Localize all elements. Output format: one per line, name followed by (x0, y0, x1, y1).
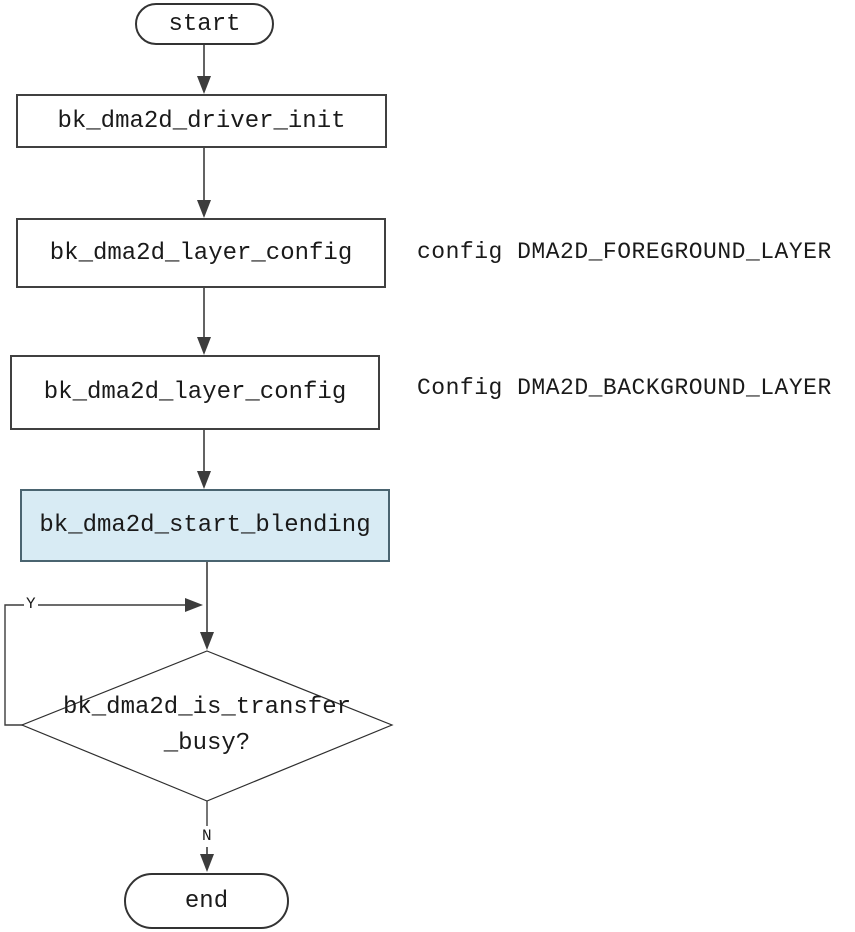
node-layer-config-foreground-label: bk_dma2d_layer_config (49, 239, 353, 267)
edge-label-yes: Y (24, 595, 38, 613)
node-start-label: start (168, 10, 241, 38)
decision-label-line1: bk_dma2d_is_transfer (62, 694, 352, 721)
node-layer-config-foreground: bk_dma2d_layer_config (16, 218, 386, 288)
node-layer-config-background-label: bk_dma2d_layer_config (43, 379, 347, 406)
node-driver-init-label: bk_dma2d_driver_init (57, 107, 346, 135)
node-end-label: end (184, 887, 229, 915)
decision-label-line2: _busy? (163, 730, 251, 757)
arrowhead-layer-config-bg (197, 337, 211, 355)
annotation-foreground-layer: config DMA2D_FOREGROUND_LAYER (417, 239, 832, 265)
arrowhead-end (200, 854, 214, 872)
node-start-blending-label: bk_dma2d_start_blending (39, 512, 371, 539)
arrowhead-start-blending (197, 471, 211, 489)
arrowhead-layer-config-fg (197, 200, 211, 218)
node-layer-config-background: bk_dma2d_layer_config (10, 355, 380, 430)
annotation-background-layer: Config DMA2D_BACKGROUND_LAYER (417, 375, 832, 401)
arrowhead-yes-junction (185, 598, 203, 612)
arrowhead-decision (200, 632, 214, 650)
node-end: end (124, 873, 289, 929)
node-start: start (135, 3, 274, 45)
node-driver-init: bk_dma2d_driver_init (16, 94, 387, 148)
edge-yes-feedback-loop (4, 604, 185, 726)
arrowhead-driver-init (197, 76, 211, 94)
edge-label-no: N (200, 827, 214, 845)
decision-node-text: bk_dma2d_is_transfer _busy? (22, 690, 392, 762)
node-start-blending: bk_dma2d_start_blending (20, 489, 390, 562)
